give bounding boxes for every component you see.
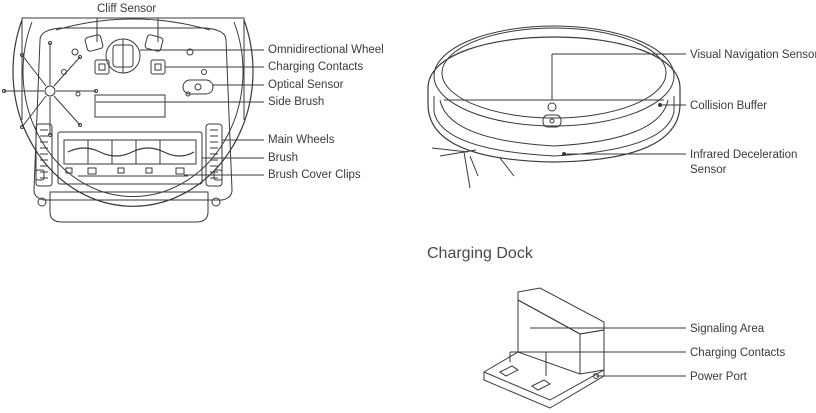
label-cliff-sensor: Cliff Sensor — [97, 3, 157, 15]
robot-bottom-view — [2, 17, 264, 223]
label-charging-contacts-dock: Charging Contacts — [690, 347, 786, 359]
label-optical-sensor: Optical Sensor — [268, 79, 344, 91]
label-infrared-sensor: Sensor — [690, 164, 727, 176]
label-side-brush: Side Brush — [268, 96, 325, 108]
label-charging-contacts-robot: Charging Contacts — [268, 61, 364, 73]
label-visual-navigation-sensor: Visual Navigation Sensor — [690, 49, 816, 61]
robot-top-view — [427, 25, 686, 189]
main-wheel-right — [205, 123, 223, 187]
label-signaling-area: Signaling Area — [690, 323, 765, 335]
label-collision-buffer: Collision Buffer — [690, 100, 768, 112]
charging-dock-title: Charging Dock — [427, 245, 533, 262]
label-brush-cover-clips: Brush Cover Clips — [268, 169, 361, 181]
label-omnidirectional-wheel: Omnidirectional Wheel — [268, 44, 384, 56]
label-power-port: Power Port — [690, 371, 747, 383]
charging-dock — [483, 287, 686, 409]
label-infrared-deceleration: Infrared Deceleration — [690, 149, 798, 161]
label-brush: Brush — [268, 152, 299, 164]
side-brush-icon — [2, 41, 98, 137]
label-main-wheels: Main Wheels — [268, 134, 335, 146]
